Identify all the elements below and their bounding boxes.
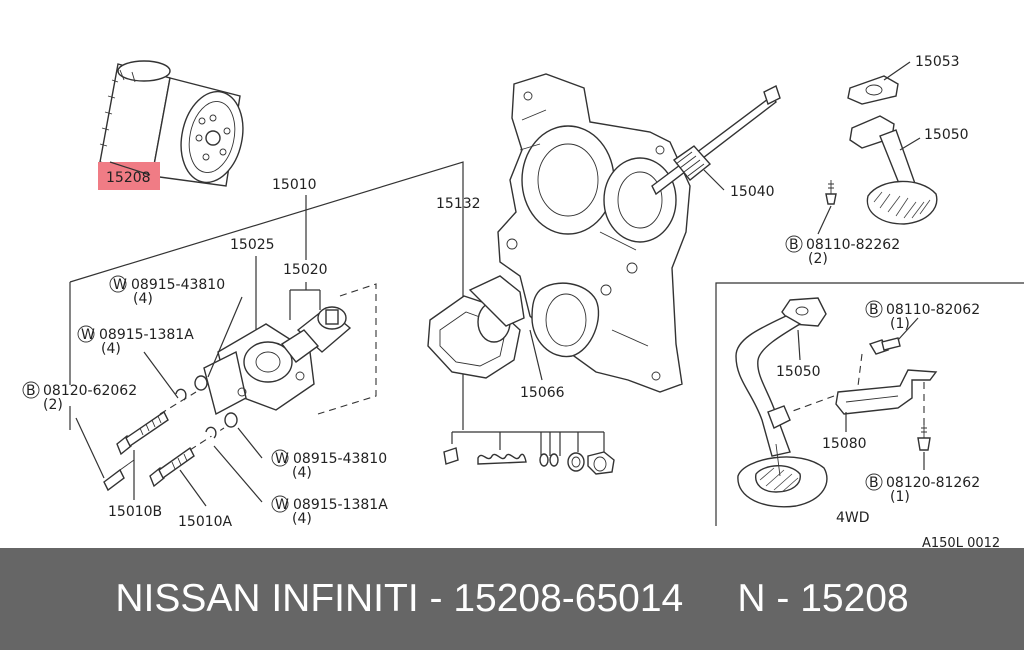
- label-15010a: 15010A: [178, 514, 233, 530]
- pump-housing-15066[interactable]: [427, 275, 525, 379]
- label-15010: 15010: [272, 177, 317, 193]
- label-15132: 15132: [436, 196, 481, 212]
- label-08915-1381a-b: 08915-1381A: [293, 497, 388, 513]
- label-15080: 15080: [822, 436, 867, 452]
- label-15208: 15208: [106, 170, 151, 186]
- part-15208-highlight: [98, 162, 160, 190]
- bolt-prefix-icon: B: [869, 302, 879, 318]
- label-08110-82062: 08110-82062: [886, 302, 980, 318]
- washer-prefix-icon: W: [275, 451, 289, 467]
- label-08915-1381a-a: 08915-1381A: [99, 327, 194, 343]
- qty-08915-43810-a: (4): [133, 291, 153, 307]
- diagram-reference-code: A150L 0012: [922, 536, 1000, 548]
- label-08120-62062: 08120-62062: [43, 383, 137, 399]
- label-08915-43810-b: 08915-43810: [293, 451, 387, 467]
- label-08110-82262: 08110-82262: [806, 237, 900, 253]
- drive-shaft-15040[interactable]: [651, 85, 781, 196]
- gasket-15053[interactable]: [847, 75, 899, 105]
- bolt-08120-62062[interactable]: [103, 459, 135, 492]
- label-15050-inset: 15050: [776, 364, 821, 380]
- label-15010b: 15010B: [108, 504, 162, 520]
- label-15040: 15040: [730, 184, 775, 200]
- label-15050-top: 15050: [924, 127, 969, 143]
- qty-08915-1381a-a: (4): [101, 341, 121, 357]
- qty-08110-82062: (1): [890, 316, 910, 332]
- label-08120-81262: 08120-81262: [886, 475, 980, 491]
- oil-strainer-15050-inset[interactable]: [735, 297, 828, 508]
- label-08915-43810-a: 08915-43810: [131, 277, 225, 293]
- bolt-15010b[interactable]: [116, 410, 169, 456]
- relief-valve-15132[interactable]: [443, 447, 615, 475]
- oil-strainer-15050-top[interactable]: [849, 115, 938, 225]
- parts-diagram: 15208 15010 15132 15025 15020 W 08915-43…: [22, 54, 1024, 548]
- qty-08120-81262: (1): [890, 489, 910, 505]
- qty-08120-62062: (2): [43, 397, 63, 413]
- washer-prefix-icon: W: [113, 277, 127, 293]
- qty-08915-1381a-b: (4): [292, 511, 312, 527]
- bolt-08110-82262[interactable]: [825, 180, 837, 205]
- bolt-08120-81262[interactable]: [917, 424, 931, 451]
- oil-pump-gear-15020[interactable]: [280, 306, 352, 363]
- front-cover-15066[interactable]: [497, 73, 691, 393]
- washer-prefix-icon: W: [81, 327, 95, 343]
- bolt-15010a[interactable]: [149, 446, 195, 488]
- bolt-prefix-icon: B: [26, 383, 36, 399]
- qty-08915-43810-b: (4): [292, 465, 312, 481]
- bolt-08110-82062[interactable]: [868, 337, 901, 355]
- inset-frame-4wd: [715, 282, 1024, 526]
- bracket-15080[interactable]: [835, 369, 938, 415]
- oil-filter-15208[interactable]: [99, 60, 251, 188]
- label-15066: 15066: [520, 385, 565, 401]
- label-15025: 15025: [230, 237, 275, 253]
- qty-08110-82262: (2): [808, 251, 828, 267]
- bolt-prefix-icon: B: [789, 237, 799, 253]
- inset-4wd-label: 4WD: [836, 510, 870, 526]
- bolt-prefix-icon: B: [869, 475, 879, 491]
- part-number-banner: NISSAN INFINITI - 15208-65014 N - 15208: [0, 548, 1024, 650]
- washer-prefix-icon: W: [275, 497, 289, 513]
- label-15020: 15020: [283, 262, 328, 278]
- label-15053: 15053: [915, 54, 960, 70]
- banner-title: NISSAN INFINITI - 15208-65014 N - 15208: [115, 577, 909, 620]
